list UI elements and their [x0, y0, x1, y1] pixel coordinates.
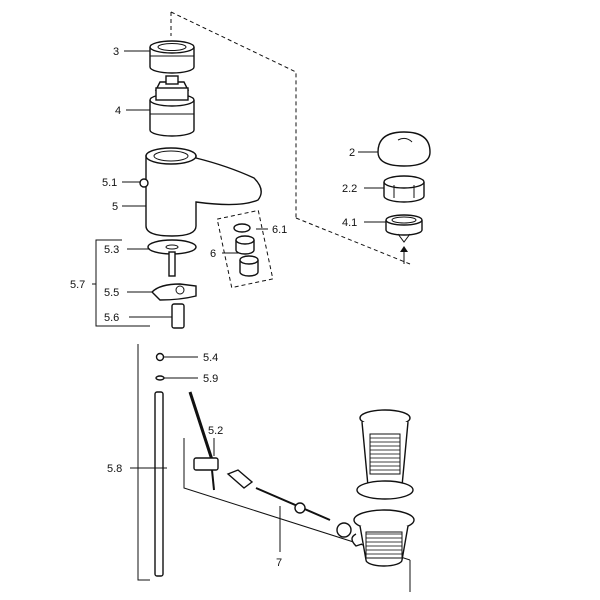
label-5-7: 5.7 [70, 279, 85, 291]
part-3-ring [149, 40, 195, 74]
label-5-9: 5.9 [203, 373, 218, 385]
part-6-aerator [216, 209, 274, 289]
label-2: 2 [349, 147, 355, 159]
up-arrow-icon [400, 246, 408, 264]
bracket-5-8 [137, 344, 150, 581]
part-4-cartridge [149, 75, 195, 137]
part-5-faucet-body [139, 147, 262, 237]
bracket-5-7 [95, 239, 150, 327]
label-6: 6 [210, 248, 216, 260]
label-6-1: 6.1 [272, 224, 287, 236]
part-5-2-pivot-rod [188, 391, 219, 491]
part-5-8-lift-rod [151, 391, 167, 577]
part-5-6-sleeve [171, 303, 185, 329]
part-2-2-ring [383, 175, 425, 203]
part-2-cap [377, 131, 431, 167]
label-2-2: 2.2 [342, 183, 357, 195]
label-5-1: 5.1 [102, 177, 117, 189]
part-5-4-screw [155, 352, 165, 362]
label-5-2: 5.2 [208, 425, 223, 437]
label-4-1: 4.1 [342, 217, 357, 229]
label-5-8: 5.8 [107, 463, 122, 475]
part-7-drain [183, 409, 415, 592]
label-5-3: 5.3 [104, 244, 119, 256]
part-5-5-clamp [151, 283, 197, 301]
label-4: 4 [115, 105, 121, 117]
part-5-3-plate [147, 239, 197, 277]
label-5: 5 [112, 201, 118, 213]
label-5-5: 5.5 [104, 287, 119, 299]
label-5-6: 5.6 [104, 312, 119, 324]
part-5-9-oring [155, 375, 165, 381]
assembly-guide-lines [170, 11, 411, 265]
part-4-1-adapter [385, 214, 423, 243]
label-3: 3 [113, 46, 119, 58]
label-5-4: 5.4 [203, 352, 218, 364]
label-7: 7 [276, 557, 282, 569]
